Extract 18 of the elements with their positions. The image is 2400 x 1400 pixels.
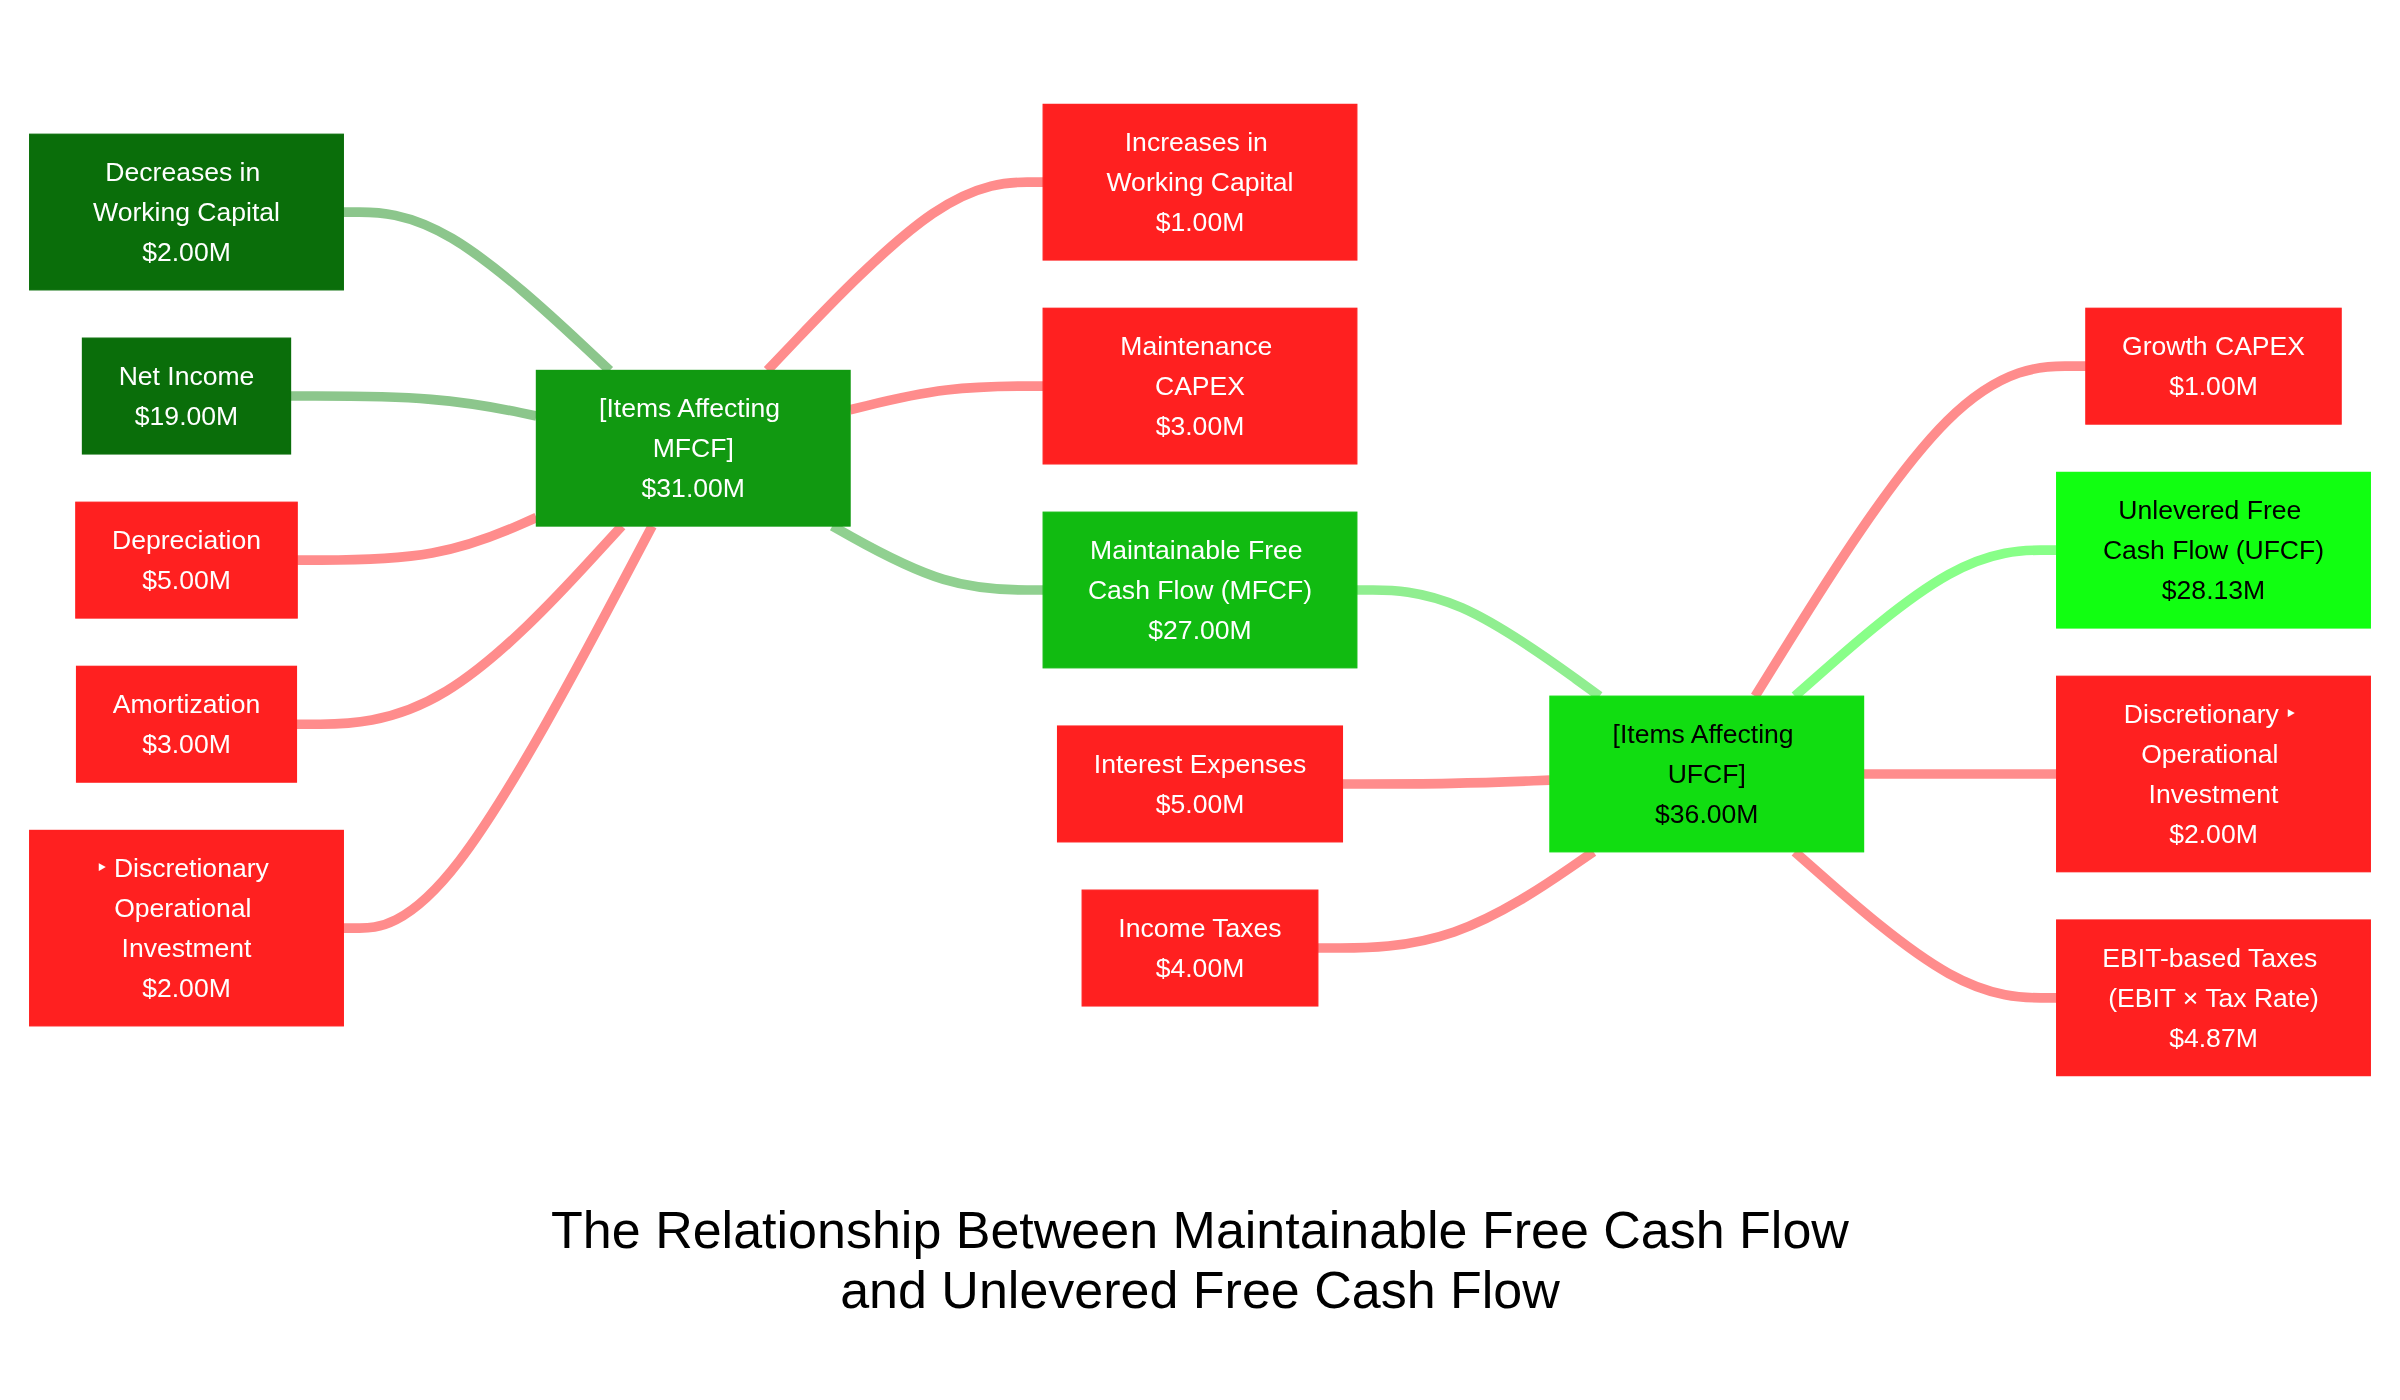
node-box: Amortization $3.00M (75, 665, 298, 783)
node-box: Discretionary ‣ Operational Investment $2.00M (2056, 675, 2371, 873)
connector (1863, 769, 2057, 779)
diagram-title: The Relationship Between Maintainable Free Cash Flow and Unlevered Free Cash Flow (550, 1200, 1850, 1320)
node-box: Growth CAPEX $1.00M (2085, 307, 2342, 425)
node-box: Decreases in Working Capital $2.00M (29, 133, 344, 291)
node-box: ‣ Discretionary Operational Investment $2.00M (29, 829, 344, 1027)
node-box: Depreciation $5.00M (75, 501, 298, 619)
node-box: Maintainable Free Cash Flow (MFCF) $27.00M (1042, 511, 1358, 669)
node-box: Net Income $19.00M (81, 337, 292, 455)
node-box: EBIT-based Taxes (EBIT × Tax Rate) $4.87M (2056, 919, 2371, 1077)
node-box: Maintenance CAPEX $3.00M (1042, 307, 1358, 465)
node-box: [Items Affecting MFCF] $31.00M (535, 369, 851, 527)
node-box: Interest Expenses $5.00M (1056, 725, 1344, 843)
node-box: [Items Affecting UFCF] $36.00M (1549, 695, 1865, 853)
node-box: Increases in Working Capital $1.00M (1042, 103, 1358, 261)
node-box: Income Taxes $4.00M (1081, 889, 1319, 1007)
node-box: Unlevered Free Cash Flow (UFCF) $28.13M (2056, 471, 2371, 629)
